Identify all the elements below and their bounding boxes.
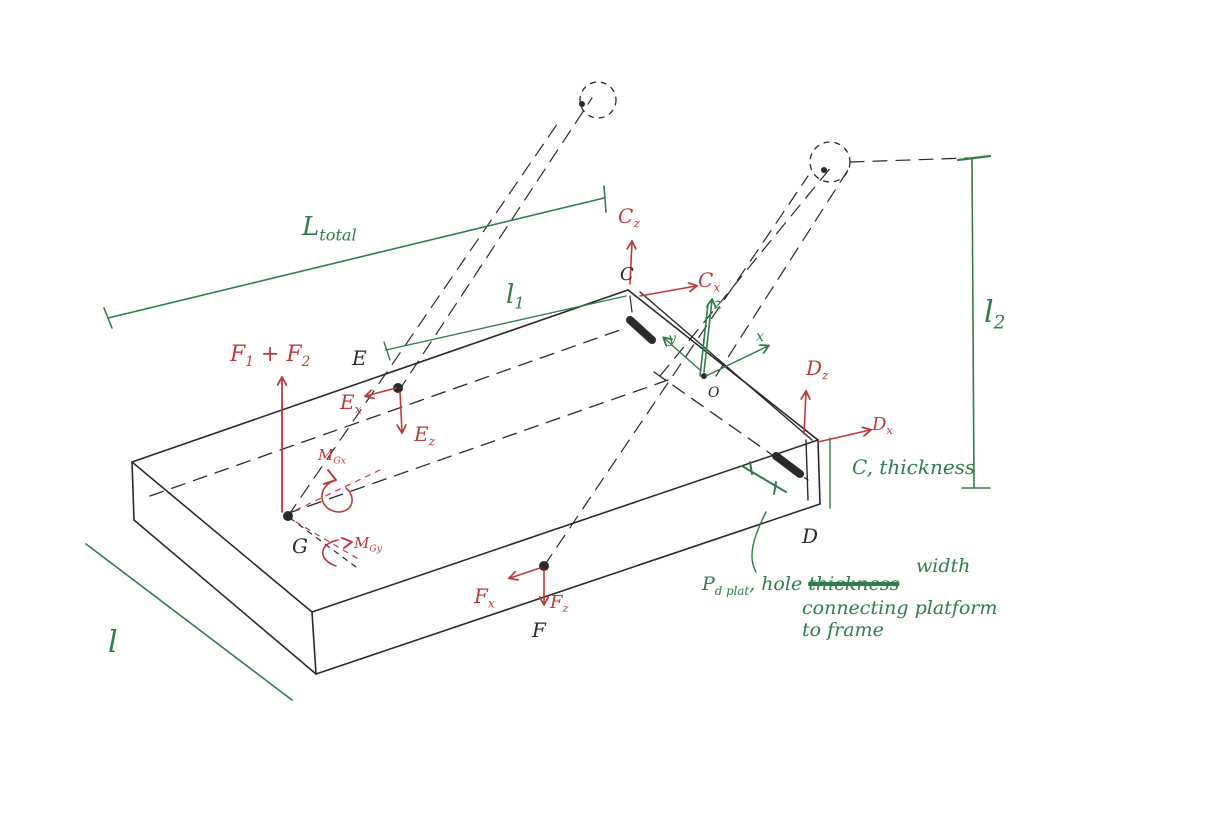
moment-mgy-head — [341, 537, 353, 549]
height-ref-line — [849, 157, 969, 163]
label-axis-z: z — [714, 294, 723, 313]
platform-side-left — [131, 461, 135, 521]
dim-l-total-tick-right — [603, 185, 607, 213]
arrow-ez — [400, 391, 402, 432]
hole-marker-tick2 — [773, 481, 777, 495]
platform-top-left-edge — [131, 461, 313, 613]
arrow-ex — [366, 387, 397, 396]
dim-l2-tick-top — [956, 154, 992, 162]
axis-z-arrow-double — [699, 303, 709, 377]
pivot-dot-1 — [579, 101, 585, 107]
arrow-dz — [804, 392, 806, 435]
projection-line-f — [543, 175, 809, 567]
axis-x-arrow — [705, 346, 768, 377]
dim-l2 — [971, 157, 975, 489]
hidden-line-4 — [289, 517, 361, 571]
projection-line-g — [287, 119, 561, 517]
point-o — [701, 373, 707, 379]
label-dx: Dx — [872, 414, 893, 437]
pivot-circle-1 — [579, 81, 617, 119]
label-point-c: C — [620, 264, 634, 285]
label-cx: Cx — [698, 268, 721, 295]
platform-top-front-edge — [311, 439, 819, 613]
label-fz: Fz — [550, 592, 569, 615]
label-l2: l2 — [984, 295, 1006, 334]
note-line-1: Pd plat, hole thickness — [702, 573, 900, 598]
label-mgx: MGx — [318, 446, 347, 467]
platform-box — [131, 81, 969, 675]
platform-side-right — [817, 439, 821, 505]
pivot-dot-2 — [821, 167, 827, 173]
label-dz: Dz — [806, 356, 829, 383]
note-hole-description: Pd plat, hole thickness width connecting… — [702, 555, 998, 642]
hidden-line-1 — [149, 329, 621, 497]
load-arrows — [282, 242, 870, 604]
moment-axis-y — [295, 521, 361, 561]
label-l: l — [108, 625, 118, 660]
note-line-3: to frame — [802, 619, 884, 642]
note-c-thickness: C, thickness — [852, 455, 976, 479]
hole-marker-tick1 — [749, 461, 753, 475]
arrow-cx — [639, 286, 696, 297]
projection-line-o2 — [715, 169, 849, 377]
label-l1: l1 — [506, 280, 525, 313]
point-f — [539, 561, 549, 571]
corner-c-tick — [629, 295, 633, 313]
point-g — [283, 511, 293, 521]
arrow-cz — [630, 242, 632, 285]
pivot-circle-2 — [809, 141, 851, 183]
moment-mgy-arc — [321, 539, 339, 567]
label-axis-y: y — [668, 331, 676, 347]
label-mgy: MGy — [354, 534, 383, 555]
platform-side-right-inner — [805, 439, 809, 501]
label-cz: Cz — [618, 204, 640, 231]
projection-line-e — [397, 97, 593, 393]
axis-z-arrow — [703, 300, 712, 373]
hole-leader — [751, 511, 767, 573]
projection-line-o — [659, 165, 833, 377]
label-ez: Ez — [414, 422, 436, 449]
moment-mgx-head — [323, 469, 337, 485]
dimension-lines — [85, 154, 992, 701]
moment-mgx-loop — [321, 479, 353, 513]
label-f1-f2: F1 + F2 — [230, 342, 311, 370]
point-e — [393, 383, 403, 393]
dim-l-total-tick-left — [103, 307, 113, 329]
platform-bottom-front — [315, 503, 821, 675]
arrow-dx — [817, 430, 870, 443]
platform-side-corner — [311, 611, 317, 675]
dim-l1 — [385, 295, 627, 351]
dim-l1-tick — [383, 341, 391, 361]
label-point-f: F — [532, 618, 546, 642]
dim-l-total — [107, 197, 605, 319]
mount-block-d — [772, 452, 804, 478]
label-ex: Ex — [340, 390, 362, 417]
hole-marker — [741, 465, 787, 493]
label-fx: Fx — [474, 584, 495, 611]
note-insert-width: width — [916, 555, 971, 577]
label-point-o: O — [708, 385, 720, 401]
note-line-2: connecting platform — [802, 597, 998, 620]
label-l-total: Ltotal — [302, 212, 357, 245]
dim-l — [85, 543, 293, 701]
label-point-g: G — [292, 534, 308, 558]
label-point-e: E — [352, 346, 367, 370]
hidden-line-3 — [653, 371, 809, 481]
platform-top-back-edge — [131, 289, 629, 463]
platform-bottom-left — [133, 519, 317, 675]
arrow-fx — [510, 567, 541, 578]
label-axis-x: x — [756, 329, 764, 345]
label-point-d: D — [802, 524, 819, 548]
mount-block-c — [626, 316, 656, 344]
moment-axis-x — [295, 469, 381, 511]
axis-y-arrow — [664, 338, 701, 371]
note-struck-word: thickness — [808, 573, 900, 595]
